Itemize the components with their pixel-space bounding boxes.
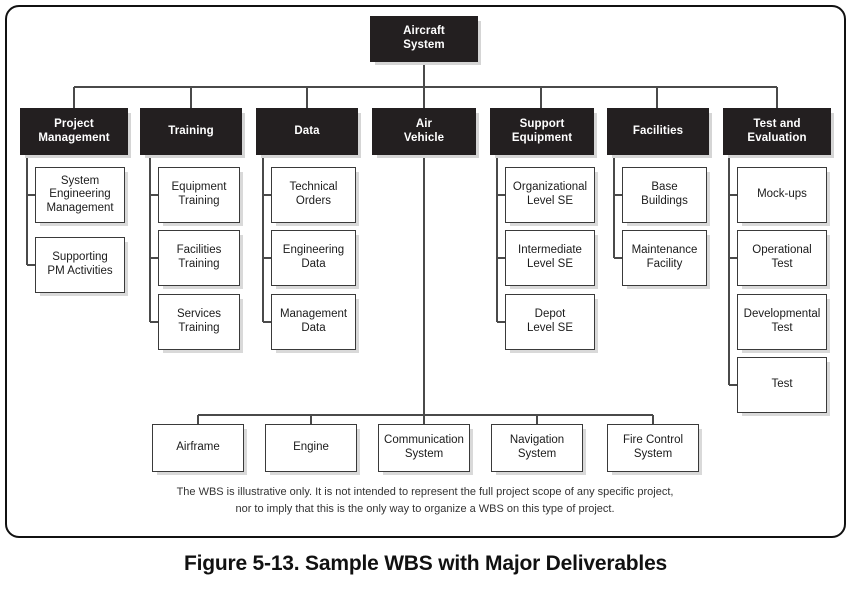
node-label-line1: Base (651, 181, 678, 194)
node-label-line1: Training (168, 124, 214, 137)
node-label-line1: Airframe (176, 441, 220, 454)
node-label-line1: Engineering (282, 244, 345, 257)
node-mock-ups[interactable]: Mock-ups (737, 167, 827, 223)
node-technical-orders[interactable]: Technical Orders (271, 167, 356, 223)
node-label-line1: Support (519, 117, 565, 130)
node-label-line1: Facilities (176, 244, 222, 257)
node-label-line2: Engineering (49, 188, 111, 201)
node-depot-level-se[interactable]: Depot Level SE (505, 294, 595, 350)
node-supporting-pm-activities[interactable]: Supporting PM Activities (35, 237, 125, 293)
node-label-line1: Communication (384, 434, 464, 447)
node-operational-test[interactable]: Operational Test (737, 230, 827, 286)
node-label-line2: Level SE (526, 322, 574, 334)
node-label-line2: System (517, 448, 557, 460)
node-label-line1: Test (771, 378, 793, 391)
node-label-line1: Project (54, 117, 94, 130)
node-communication-system[interactable]: Communication System (378, 424, 470, 472)
node-label-line2: Training (178, 195, 220, 207)
figure-footnote: The WBS is illustrative only. It is not … (60, 484, 790, 518)
node-label-line1: Aircraft (403, 25, 445, 38)
node-label-line1: Services (176, 308, 222, 321)
node-data[interactable]: Data (256, 108, 358, 155)
node-label-line2: PM Activities (47, 265, 113, 277)
node-label-line3: Management (46, 201, 114, 214)
node-label-line1: Intermediate (518, 244, 582, 257)
node-label-line2: Level SE (526, 195, 574, 207)
node-label-line2: Data (301, 258, 326, 270)
node-support-equipment[interactable]: Support Equipment (490, 108, 594, 155)
node-label-line2: Vehicle (403, 131, 445, 144)
node-label-line1: Supporting (52, 251, 108, 264)
node-fire-control-system[interactable]: Fire Control System (607, 424, 699, 472)
node-label-line1: Technical (289, 181, 338, 194)
node-label-line2: System (633, 448, 673, 460)
node-management-data[interactable]: Management Data (271, 294, 356, 350)
node-label-line2: Test (771, 322, 793, 334)
node-facilities-training[interactable]: Facilities Training (158, 230, 240, 286)
node-facilities[interactable]: Facilities (607, 108, 709, 155)
node-label-line1: Data (294, 124, 320, 137)
figure-caption: Figure 5-13. Sample WBS with Major Deliv… (183, 552, 668, 575)
node-label-line1: System (60, 174, 100, 187)
node-maintenance-facility[interactable]: Maintenance Facility (622, 230, 707, 286)
node-label-line1: Maintenance (631, 244, 698, 257)
node-label-line1: Engine (293, 441, 329, 454)
node-label-line2: Facility (646, 258, 683, 270)
node-label-line2: Equipment (511, 131, 573, 144)
node-label-line1: Facilities (632, 124, 684, 137)
node-label-line1: Developmental (743, 308, 821, 321)
node-label-line2: System (403, 39, 445, 51)
node-label-line1: Navigation (509, 434, 565, 447)
node-airframe[interactable]: Airframe (152, 424, 244, 472)
node-label-line1: Test and (753, 117, 801, 130)
node-label-line2: System (404, 448, 444, 460)
node-air-vehicle[interactable]: Air Vehicle (372, 108, 476, 155)
node-label-line1: Equipment (171, 181, 227, 194)
node-label-line1: Operational (752, 244, 812, 257)
node-aircraft-system[interactable]: Aircraft System (370, 16, 478, 62)
node-engineering-data[interactable]: Engineering Data (271, 230, 356, 286)
node-engine[interactable]: Engine (265, 424, 357, 472)
node-label-line1: Organizational (512, 181, 588, 194)
node-system-engineering-management[interactable]: System Engineering Management (35, 167, 125, 223)
footnote-line-1: The WBS is illustrative only. It is not … (176, 486, 674, 498)
node-training[interactable]: Training (140, 108, 242, 155)
node-label-line1: Management (279, 308, 348, 321)
node-navigation-system[interactable]: Navigation System (491, 424, 583, 472)
node-label-line1: Fire Control (622, 434, 684, 447)
node-label-line2: Training (178, 258, 220, 270)
node-label-line1: Air (415, 117, 433, 130)
node-test-and-evaluation[interactable]: Test and Evaluation (723, 108, 831, 155)
node-label-line2: Data (301, 322, 326, 334)
node-label-line2: Evaluation (747, 131, 807, 144)
node-label-line2: Buildings (641, 195, 688, 207)
node-label-line2: Management (38, 131, 110, 144)
node-organizational-level-se[interactable]: Organizational Level SE (505, 167, 595, 223)
node-equipment-training[interactable]: Equipment Training (158, 167, 240, 223)
node-services-training[interactable]: Services Training (158, 294, 240, 350)
node-label-line2: Level SE (526, 258, 574, 270)
node-intermediate-level-se[interactable]: Intermediate Level SE (505, 230, 595, 286)
node-label-line1: Depot (534, 308, 566, 321)
node-label-line2: Orders (295, 195, 332, 207)
node-label-line1: Mock-ups (757, 188, 807, 201)
node-test[interactable]: Test (737, 357, 827, 413)
node-project-management[interactable]: Project Management (20, 108, 128, 155)
node-base-buildings[interactable]: Base Buildings (622, 167, 707, 223)
footnote-line-2: nor to imply that this is the only way t… (235, 503, 615, 516)
node-label-line2: Training (178, 322, 220, 334)
node-developmental-test[interactable]: Developmental Test (737, 294, 827, 350)
node-label-line2: Test (771, 258, 793, 270)
